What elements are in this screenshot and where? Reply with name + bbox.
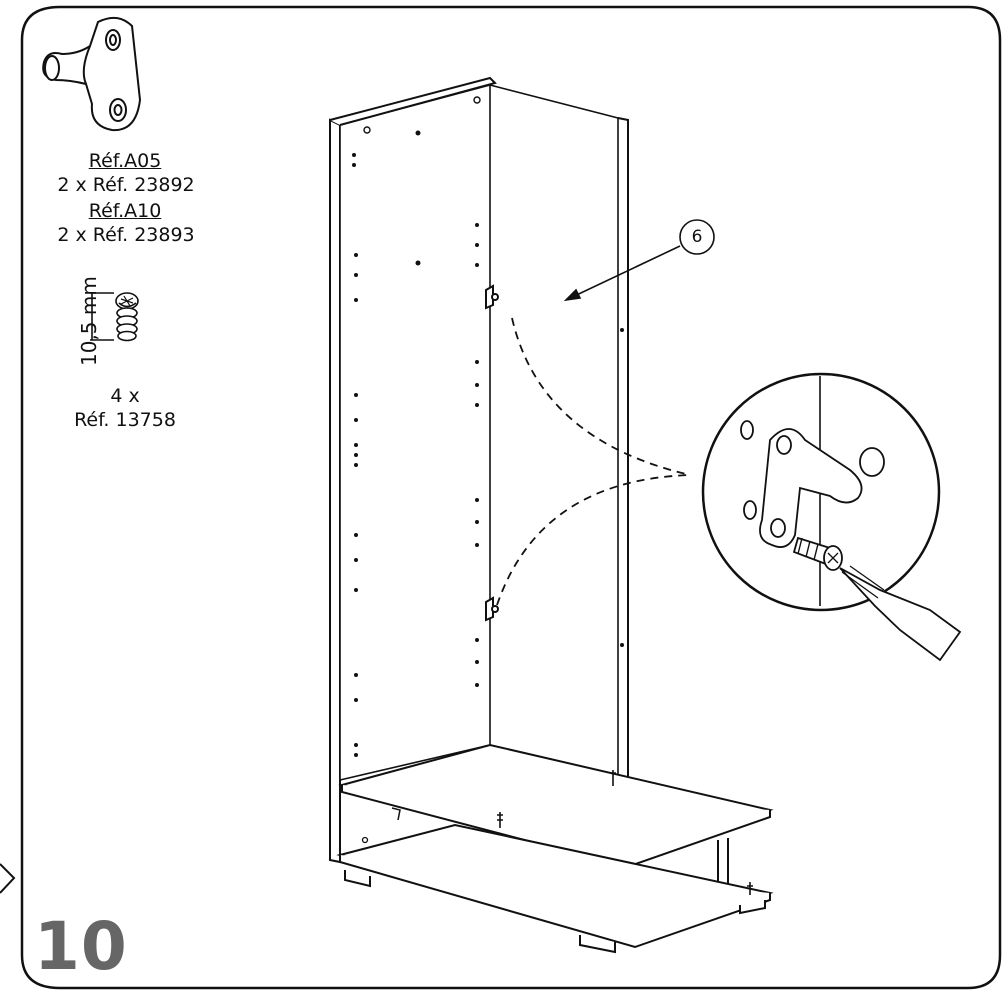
- bracket-ref-a05: Réf.A05: [88, 150, 162, 172]
- step-number: 10: [34, 908, 128, 985]
- bracket-icon: [42, 16, 142, 132]
- screw-ref: Réf. 13758: [74, 409, 176, 431]
- bracket-ref-a10: Réf.A10: [88, 200, 162, 222]
- bracket-qty-a10: 2 x Réf. 23893: [57, 224, 195, 246]
- screw-length-label: 10,5 mm: [77, 276, 101, 366]
- bracket-qty-a05: 2 x Réf. 23892: [57, 174, 195, 196]
- screw-icon: [90, 292, 139, 342]
- screw-qty: 4 x: [110, 385, 140, 407]
- cabinet-drawing: [329, 76, 774, 954]
- callout-6: [563, 219, 715, 302]
- callout-6-label: 6: [691, 227, 703, 247]
- page-border: [20, 5, 1002, 990]
- detail-magnifier: [701, 372, 962, 662]
- prev-step-arrow-icon: [0, 863, 16, 894]
- detail-leader-lines: [496, 317, 691, 606]
